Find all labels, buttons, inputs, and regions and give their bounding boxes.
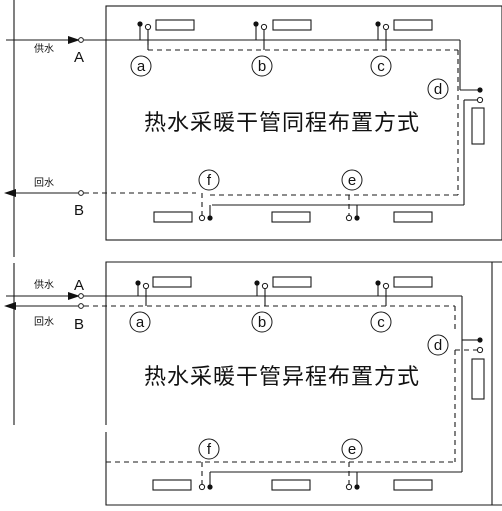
- top-supply-arrowhead: [68, 36, 80, 44]
- bottom-node-f: f: [198, 438, 220, 460]
- top-point-a-marker: [78, 37, 84, 43]
- bottom-node-d: d: [427, 334, 449, 356]
- bottom-diagram: a b c d e f 供水 A 回水 B 热水采暖干管异程布置方式: [4, 261, 502, 506]
- svg-text:e: e: [348, 441, 356, 458]
- top-node-d: d: [427, 78, 449, 100]
- svg-text:f: f: [207, 441, 212, 458]
- svg-text:c: c: [377, 58, 385, 75]
- top-title: 热水采暖干管同程布置方式: [144, 111, 420, 136]
- top-return-label: 回水: [34, 177, 54, 189]
- top-room-frame: [105, 5, 502, 241]
- svg-text:b: b: [258, 58, 266, 75]
- top-point-a-label: A: [74, 49, 84, 66]
- top-radiator-b: [253, 19, 312, 50]
- bottom-radiator-b: [254, 276, 312, 306]
- bottom-point-a-marker: [78, 293, 84, 299]
- bottom-node-a: a: [129, 311, 151, 333]
- svg-text:a: a: [136, 314, 145, 331]
- svg-text:d: d: [434, 337, 442, 354]
- top-node-e: e: [341, 169, 363, 191]
- top-node-c: c: [370, 55, 392, 77]
- top-node-a: a: [130, 55, 152, 77]
- top-node-f: f: [198, 169, 220, 191]
- top-node-b: b: [251, 55, 273, 77]
- bottom-point-b-label: B: [74, 316, 84, 333]
- top-point-b-label: B: [74, 202, 84, 219]
- top-diagram: a b c d e f 供水 A 回水 B 热水采暖干管同程布置方式: [4, 0, 502, 257]
- top-radiator-f: [153, 193, 213, 223]
- top-supply-label: 供水: [34, 42, 54, 55]
- bottom-room-frame-lower: [105, 432, 502, 506]
- bottom-room-frame-upper: [105, 261, 502, 425]
- top-point-b-marker: [78, 190, 84, 196]
- top-radiator-a: [137, 19, 195, 50]
- svg-text:f: f: [207, 172, 212, 189]
- bottom-return-label: 回水: [34, 316, 54, 328]
- svg-text:d: d: [434, 81, 442, 98]
- top-radiator-d: [460, 87, 485, 145]
- bottom-supply-arrowhead: [68, 292, 80, 300]
- bottom-radiator-f: [152, 462, 213, 491]
- bottom-node-e: e: [341, 438, 363, 460]
- top-radiator-e: [271, 195, 433, 223]
- bottom-point-a-label: A: [74, 277, 84, 294]
- svg-text:a: a: [137, 58, 146, 75]
- top-radiator-c: [375, 19, 433, 50]
- svg-text:e: e: [348, 172, 356, 189]
- bottom-title: 热水采暖干管异程布置方式: [144, 365, 420, 390]
- bottom-point-b-marker: [78, 303, 84, 309]
- svg-text:b: b: [258, 314, 266, 331]
- bottom-radiator-c: [375, 276, 433, 306]
- bottom-node-c: c: [370, 311, 392, 333]
- bottom-radiator-a: [135, 276, 192, 306]
- bottom-radiator-e: [271, 462, 433, 491]
- bottom-return-arrowhead: [4, 302, 16, 310]
- svg-text:c: c: [377, 314, 385, 331]
- top-return-arrowhead: [4, 189, 16, 197]
- bottom-radiator-d: [455, 337, 485, 400]
- bottom-node-b: b: [251, 311, 273, 333]
- bottom-supply-label: 供水: [34, 278, 54, 291]
